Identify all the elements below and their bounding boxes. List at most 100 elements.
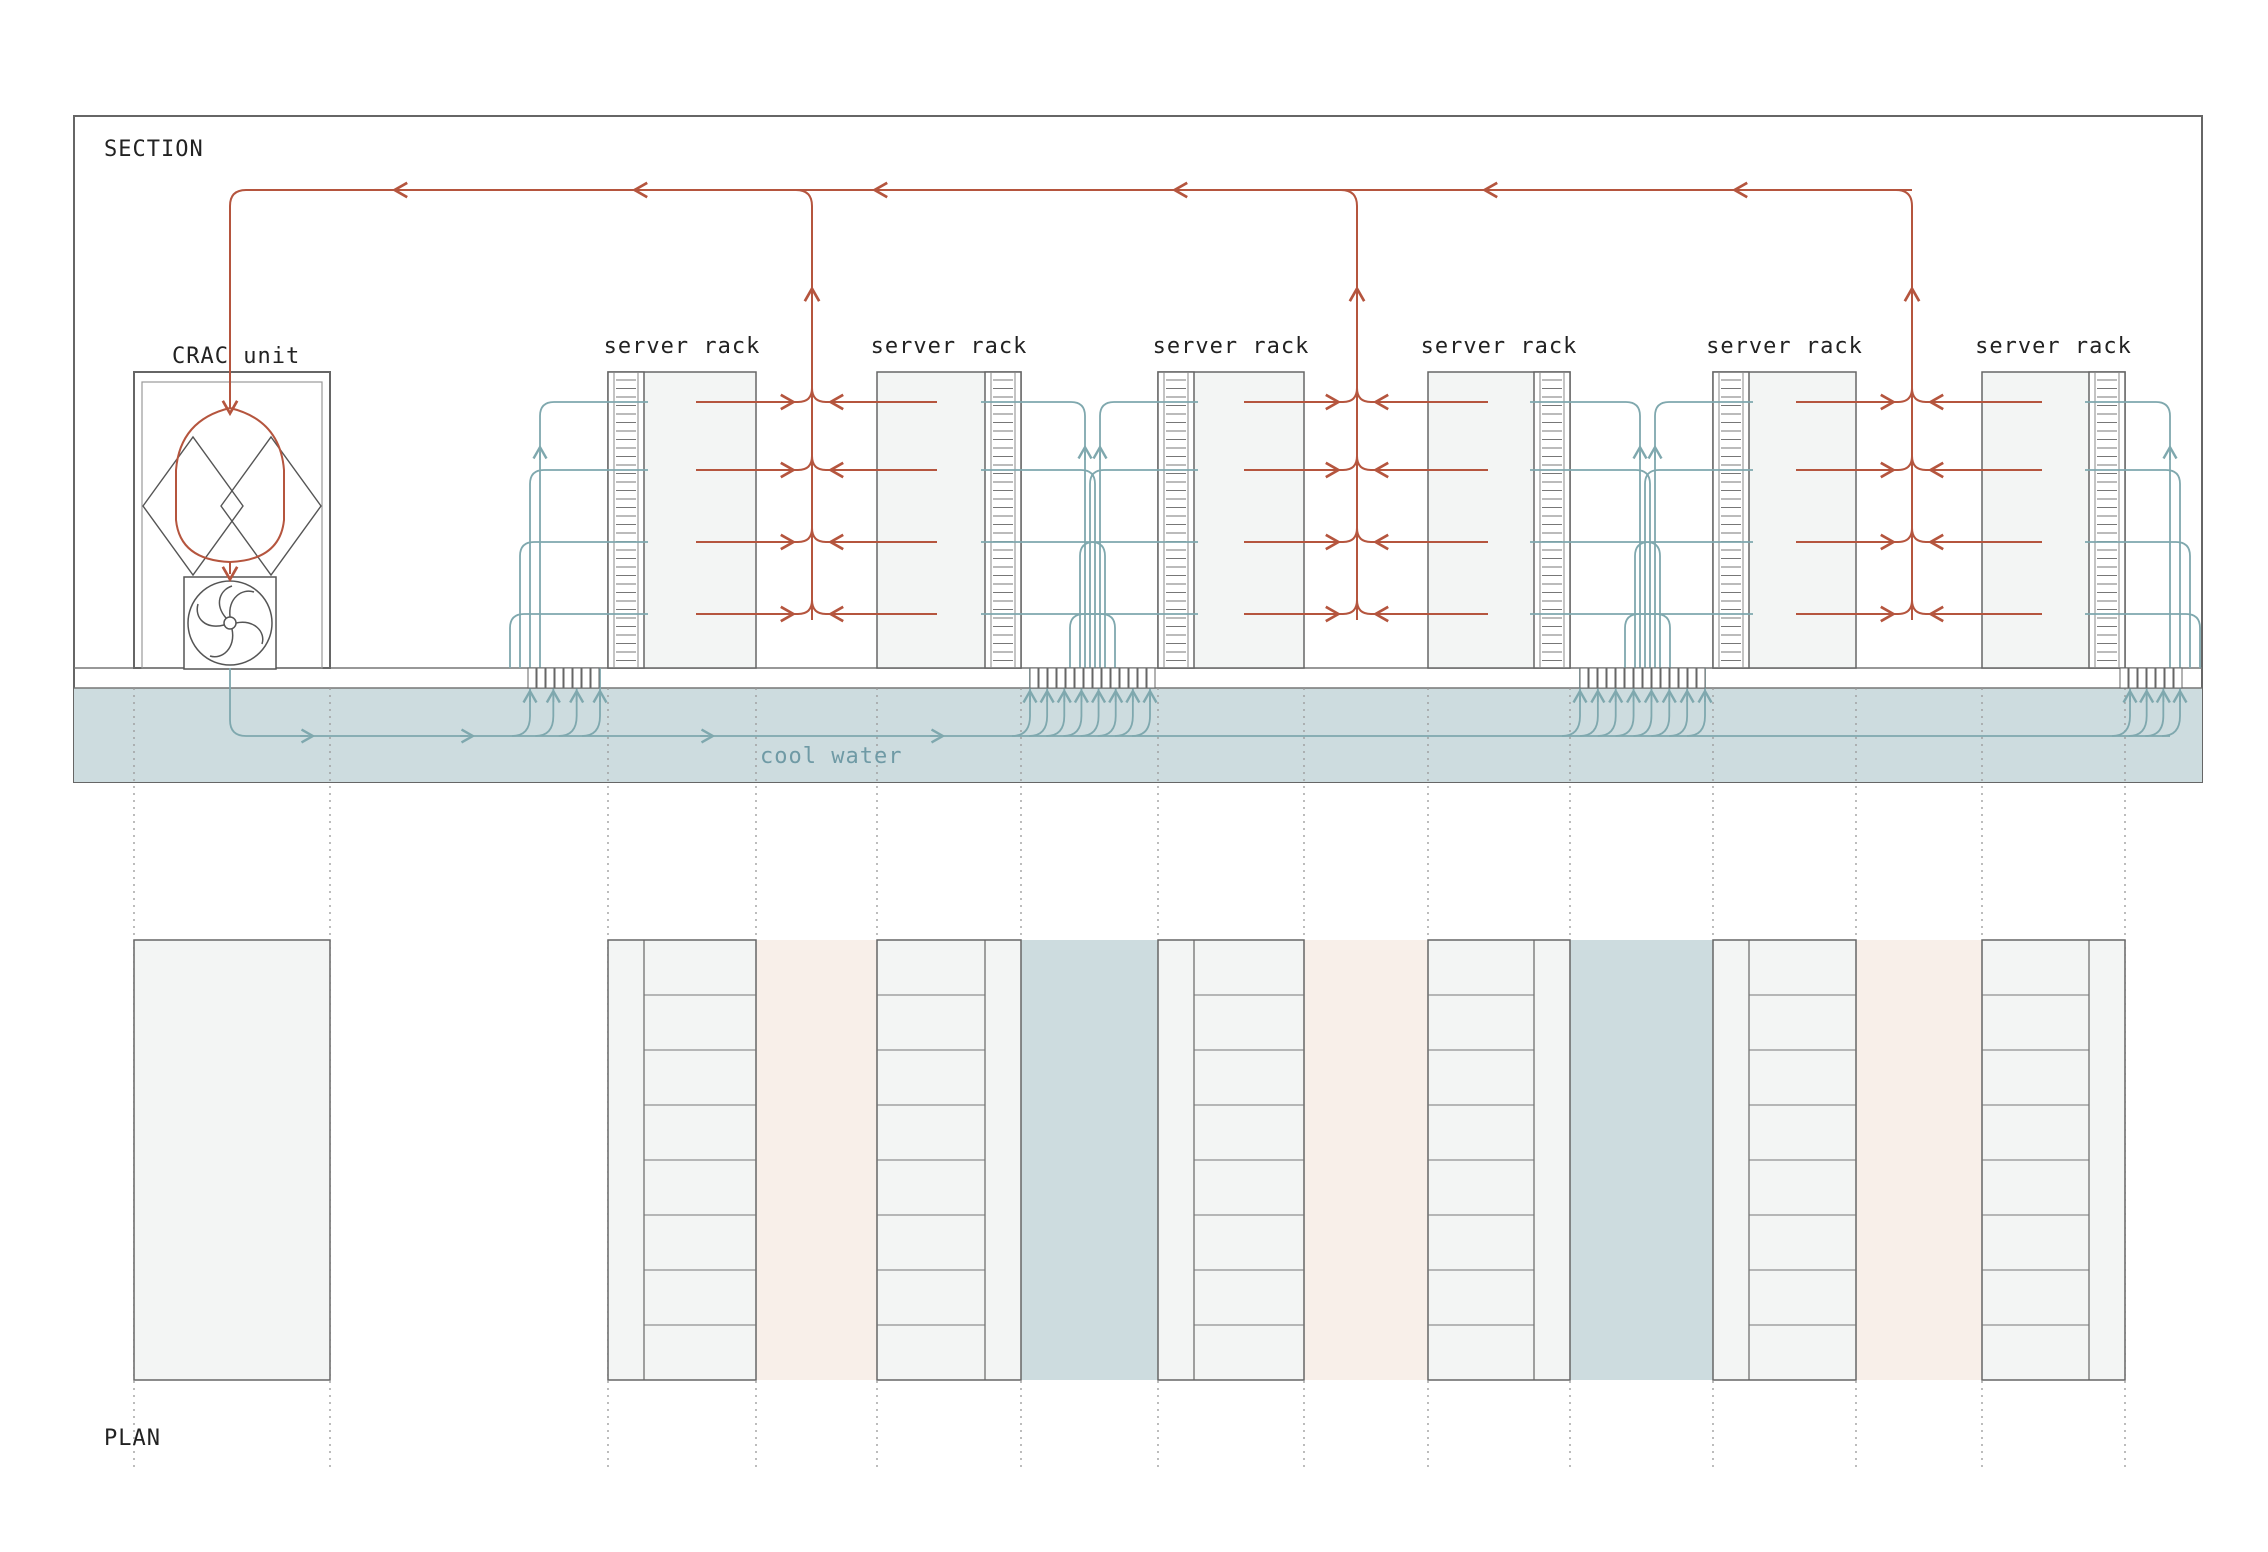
rack-vent — [607, 371, 645, 669]
cool-air-into-rack — [1530, 401, 1641, 668]
cool-riser — [2161, 668, 2181, 737]
hot-air-flow — [175, 181, 2042, 623]
cool-riser — [581, 668, 601, 737]
floor-tile — [1101, 667, 1111, 689]
hot-aisle — [756, 940, 877, 1380]
floor-tile — [1597, 667, 1607, 689]
floor-tile — [1615, 667, 1625, 689]
floor-tile — [2173, 667, 2183, 689]
cool-air-into-rack — [1530, 469, 1651, 668]
rack-plan — [1981, 939, 2126, 1381]
cool-riser — [1097, 668, 1117, 737]
cool-riser — [1651, 668, 1671, 737]
floor-tile — [2146, 667, 2156, 689]
floor-tile — [1146, 667, 1156, 689]
floor-tile — [1128, 667, 1138, 689]
cold-aisle — [1021, 940, 1158, 1380]
hot-exhaust-right — [811, 527, 937, 543]
cool-air-into-rack — [1634, 541, 1753, 668]
cool-riser — [1597, 668, 1617, 737]
cool-air-into-rack — [981, 401, 1086, 668]
cool-riser — [1131, 668, 1151, 737]
floor-tile — [1579, 667, 1589, 689]
cool-riser — [1046, 668, 1066, 737]
cool-riser — [1063, 668, 1083, 737]
floor-tile — [2119, 667, 2129, 689]
cool-riser — [1029, 668, 1049, 737]
cool-air-into-rack — [1079, 541, 1198, 668]
floor-tile — [1651, 667, 1661, 689]
floor-tile — [1038, 667, 1048, 689]
perforated-floor-tiles — [527, 667, 2183, 689]
cool-riser — [2145, 668, 2165, 737]
cool-riser — [558, 668, 578, 737]
floor-tile — [2137, 667, 2147, 689]
section-racks — [607, 371, 2126, 669]
hot-exhaust-right — [1356, 527, 1488, 543]
hot-air-riser — [1895, 189, 1913, 620]
floor-tile — [1678, 667, 1688, 689]
rack-plan — [1712, 939, 1857, 1381]
rack-label: server rack — [1975, 334, 2132, 359]
hot-exhaust-right — [1911, 387, 2042, 403]
server-rack — [1981, 371, 2126, 669]
floor-tile — [1119, 667, 1129, 689]
cool-supply-line — [229, 668, 2170, 737]
floor-tile — [590, 667, 600, 689]
cool-air-into-rack — [529, 469, 648, 668]
floor-tile — [572, 667, 582, 689]
floor-tile — [1588, 667, 1598, 689]
rack-plan — [876, 939, 1022, 1381]
cool-riser — [1669, 668, 1689, 737]
cool-air-into-rack — [2085, 613, 2201, 668]
rack-plan — [1427, 939, 1571, 1381]
floor-tile — [527, 667, 537, 689]
floor-tile — [1065, 667, 1075, 689]
cool-riser — [1561, 668, 1581, 737]
floor-tile — [1669, 667, 1679, 689]
rack-vent — [984, 371, 1022, 669]
hot-exhaust-right — [811, 455, 937, 471]
floor-tile — [554, 667, 564, 689]
server-rack — [607, 371, 757, 669]
cool-air-into-rack — [1099, 401, 1198, 668]
hot-exhaust-right — [1911, 599, 2042, 615]
floor-tile — [2164, 667, 2174, 689]
rack-plan — [1157, 939, 1305, 1381]
cool-riser — [1080, 668, 1100, 737]
floor-tile — [1029, 667, 1039, 689]
crac-unit — [133, 371, 331, 670]
hot-exhaust-right — [1911, 455, 2042, 471]
floor-tile — [1687, 667, 1697, 689]
floor-tile — [1660, 667, 1670, 689]
floor-tile — [2155, 667, 2165, 689]
cool-air-into-rack — [2085, 401, 2171, 668]
cool-air-into-rack — [1069, 613, 1198, 668]
hot-exhaust-right — [1356, 387, 1488, 403]
hot-exhaust-right — [1356, 599, 1488, 615]
cool-riser — [511, 668, 531, 737]
cool-air-into-rack — [1644, 469, 1753, 668]
hot-exhaust-right — [1911, 527, 2042, 543]
floor-tile — [1696, 667, 1706, 689]
cool-riser — [1011, 668, 1031, 737]
floor-tile — [2128, 667, 2138, 689]
cool-air-into-rack — [1089, 469, 1198, 668]
crac-unit-plan — [133, 939, 331, 1381]
cool-riser — [1615, 668, 1635, 737]
server-rack — [1712, 371, 1857, 669]
server-rack — [1157, 371, 1305, 669]
floor-tile — [1092, 667, 1102, 689]
cool-air-into-rack — [1654, 401, 1753, 668]
hot-exhaust-right — [1356, 455, 1488, 471]
hot-air-riser — [1340, 189, 1358, 620]
fan-icon — [183, 576, 277, 670]
rack-vent — [1533, 371, 1571, 669]
cool-riser — [1633, 668, 1653, 737]
rack-label: server rack — [1421, 334, 1578, 359]
crac-unit-label: CRAC unit — [172, 344, 300, 369]
floor-tile — [581, 667, 591, 689]
cool-air-into-rack — [1624, 613, 1753, 668]
